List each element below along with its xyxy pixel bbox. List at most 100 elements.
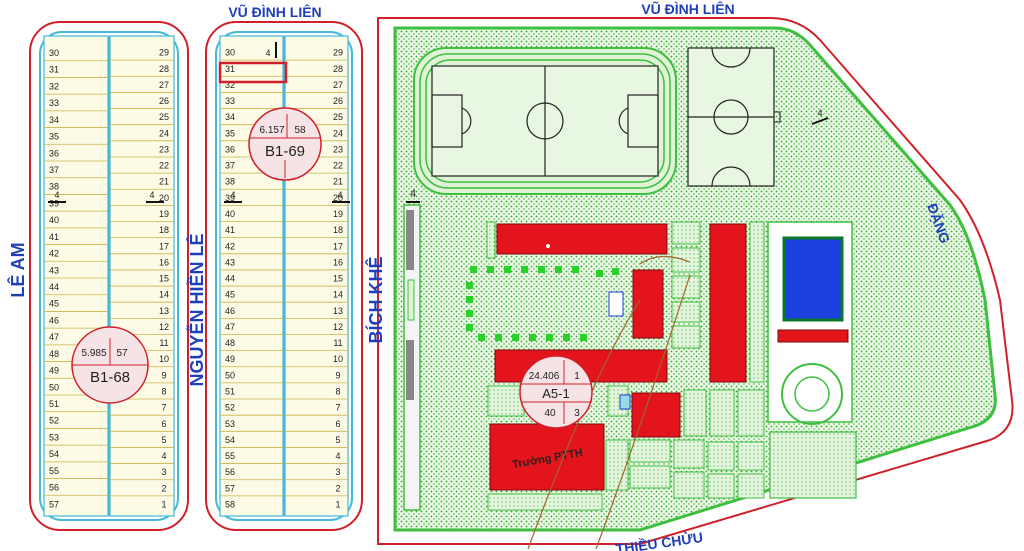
lot-number[interactable]: 19	[159, 209, 169, 219]
lot-number[interactable]: 30	[225, 48, 235, 58]
lot-number[interactable]: 57	[225, 483, 235, 493]
lot-number[interactable]: 35	[225, 128, 235, 138]
lot-number[interactable]: 15	[159, 274, 169, 284]
lot-number[interactable]: 2	[161, 483, 166, 493]
lot-number[interactable]: 58	[225, 499, 235, 509]
lot-number[interactable]: 28	[159, 64, 169, 74]
lot-number[interactable]: 21	[159, 177, 169, 187]
lot-number[interactable]: 52	[49, 416, 59, 426]
lot-number[interactable]: 47	[225, 322, 235, 332]
lot-number[interactable]: 53	[49, 432, 59, 442]
lot-number[interactable]: 36	[225, 144, 235, 154]
lot-number[interactable]: 51	[49, 399, 59, 409]
lot-number[interactable]: 37	[225, 161, 235, 171]
lot-number[interactable]: 26	[333, 96, 343, 106]
lot-number[interactable]: 43	[49, 265, 59, 275]
lot-number[interactable]: 13	[159, 306, 169, 316]
lot-number[interactable]: 30	[49, 48, 59, 58]
lot-number[interactable]: 39	[225, 193, 235, 203]
lot-number[interactable]: 7	[335, 403, 340, 413]
lot-number[interactable]: 16	[159, 257, 169, 267]
lot-number[interactable]: 3	[161, 467, 166, 477]
lot-number[interactable]: 26	[159, 96, 169, 106]
lot-number[interactable]: 16	[333, 257, 343, 267]
lot-number[interactable]: 12	[333, 322, 343, 332]
lot-number[interactable]: 5	[161, 435, 166, 445]
lot-number[interactable]: 7	[161, 403, 166, 413]
lot-number[interactable]: 33	[225, 96, 235, 106]
lot-number[interactable]: 49	[49, 366, 59, 376]
lot-number[interactable]: 13	[333, 306, 343, 316]
lot-number[interactable]: 23	[333, 144, 343, 154]
lot-number[interactable]: 55	[49, 466, 59, 476]
lot-number[interactable]: 56	[225, 467, 235, 477]
lot-number[interactable]: 48	[49, 349, 59, 359]
lot-number[interactable]: 20	[159, 193, 169, 203]
lot-number[interactable]: 50	[225, 370, 235, 380]
lot-number[interactable]: 29	[333, 48, 343, 58]
lot-number[interactable]: 9	[335, 370, 340, 380]
lot-number[interactable]: 40	[49, 215, 59, 225]
lot-number[interactable]: 14	[159, 290, 169, 300]
lot-number[interactable]: 8	[335, 387, 340, 397]
lot-number[interactable]: 51	[225, 387, 235, 397]
lot-number[interactable]: 19	[333, 209, 343, 219]
lot-number[interactable]: 22	[333, 161, 343, 171]
lot-number[interactable]: 6	[161, 419, 166, 429]
lot-number[interactable]: 17	[333, 241, 343, 251]
lot-number[interactable]: 45	[225, 290, 235, 300]
lot-number[interactable]: 42	[225, 241, 235, 251]
lot-number[interactable]: 8	[161, 387, 166, 397]
lot-number[interactable]: 41	[225, 225, 235, 235]
lot-number[interactable]: 39	[49, 198, 59, 208]
lot-number[interactable]: 10	[333, 354, 343, 364]
lot-number[interactable]: 38	[225, 177, 235, 187]
lot-number[interactable]: 23	[159, 144, 169, 154]
lot-number[interactable]: 32	[49, 81, 59, 91]
lot-number[interactable]: 46	[225, 306, 235, 316]
lot-number[interactable]: 44	[49, 282, 59, 292]
lot-number[interactable]: 57	[49, 499, 59, 509]
lot-number[interactable]: 34	[225, 112, 235, 122]
lot-number[interactable]: 14	[333, 290, 343, 300]
lot-number[interactable]: 35	[49, 132, 59, 142]
lot-number[interactable]: 43	[225, 257, 235, 267]
lot-number[interactable]: 40	[225, 209, 235, 219]
lot-number[interactable]: 22	[159, 161, 169, 171]
lot-number[interactable]: 1	[335, 499, 340, 509]
lot-number[interactable]: 9	[161, 370, 166, 380]
lot-number[interactable]: 10	[159, 354, 169, 364]
lot-number[interactable]: 18	[333, 225, 343, 235]
lot-number[interactable]: 50	[49, 382, 59, 392]
lot-number[interactable]: 20	[333, 193, 343, 203]
lot-number[interactable]: 28	[333, 64, 343, 74]
lot-number[interactable]: 4	[161, 451, 166, 461]
lot-number[interactable]: 21	[333, 177, 343, 187]
lot-number[interactable]: 46	[49, 315, 59, 325]
lot-number[interactable]: 54	[49, 449, 59, 459]
lot-number[interactable]: 38	[49, 182, 59, 192]
lot-number[interactable]: 37	[49, 165, 59, 175]
lot-number[interactable]: 36	[49, 148, 59, 158]
lot-number[interactable]: 34	[49, 115, 59, 125]
lot-number[interactable]: 2	[335, 483, 340, 493]
lot-number[interactable]: 44	[225, 274, 235, 284]
lot-number[interactable]: 54	[225, 435, 235, 445]
lot-number[interactable]: 4	[335, 451, 340, 461]
lot-number[interactable]: 27	[333, 80, 343, 90]
lot-number[interactable]: 25	[333, 112, 343, 122]
lot-number[interactable]: 33	[49, 98, 59, 108]
lot-number[interactable]: 47	[49, 332, 59, 342]
lot-number[interactable]: 11	[159, 338, 168, 348]
lot-number[interactable]: 1	[161, 499, 166, 509]
lot-number[interactable]: 45	[49, 299, 59, 309]
lot-number[interactable]: 52	[225, 403, 235, 413]
lot-number[interactable]: 5	[335, 435, 340, 445]
lot-number[interactable]: 29	[159, 48, 169, 58]
lot-number[interactable]: 42	[49, 249, 59, 259]
lot-number[interactable]: 49	[225, 354, 235, 364]
lot-number[interactable]: 17	[159, 241, 169, 251]
lot-number[interactable]: 24	[333, 128, 343, 138]
lot-number[interactable]: 12	[159, 322, 169, 332]
lot-number[interactable]: 41	[49, 232, 59, 242]
